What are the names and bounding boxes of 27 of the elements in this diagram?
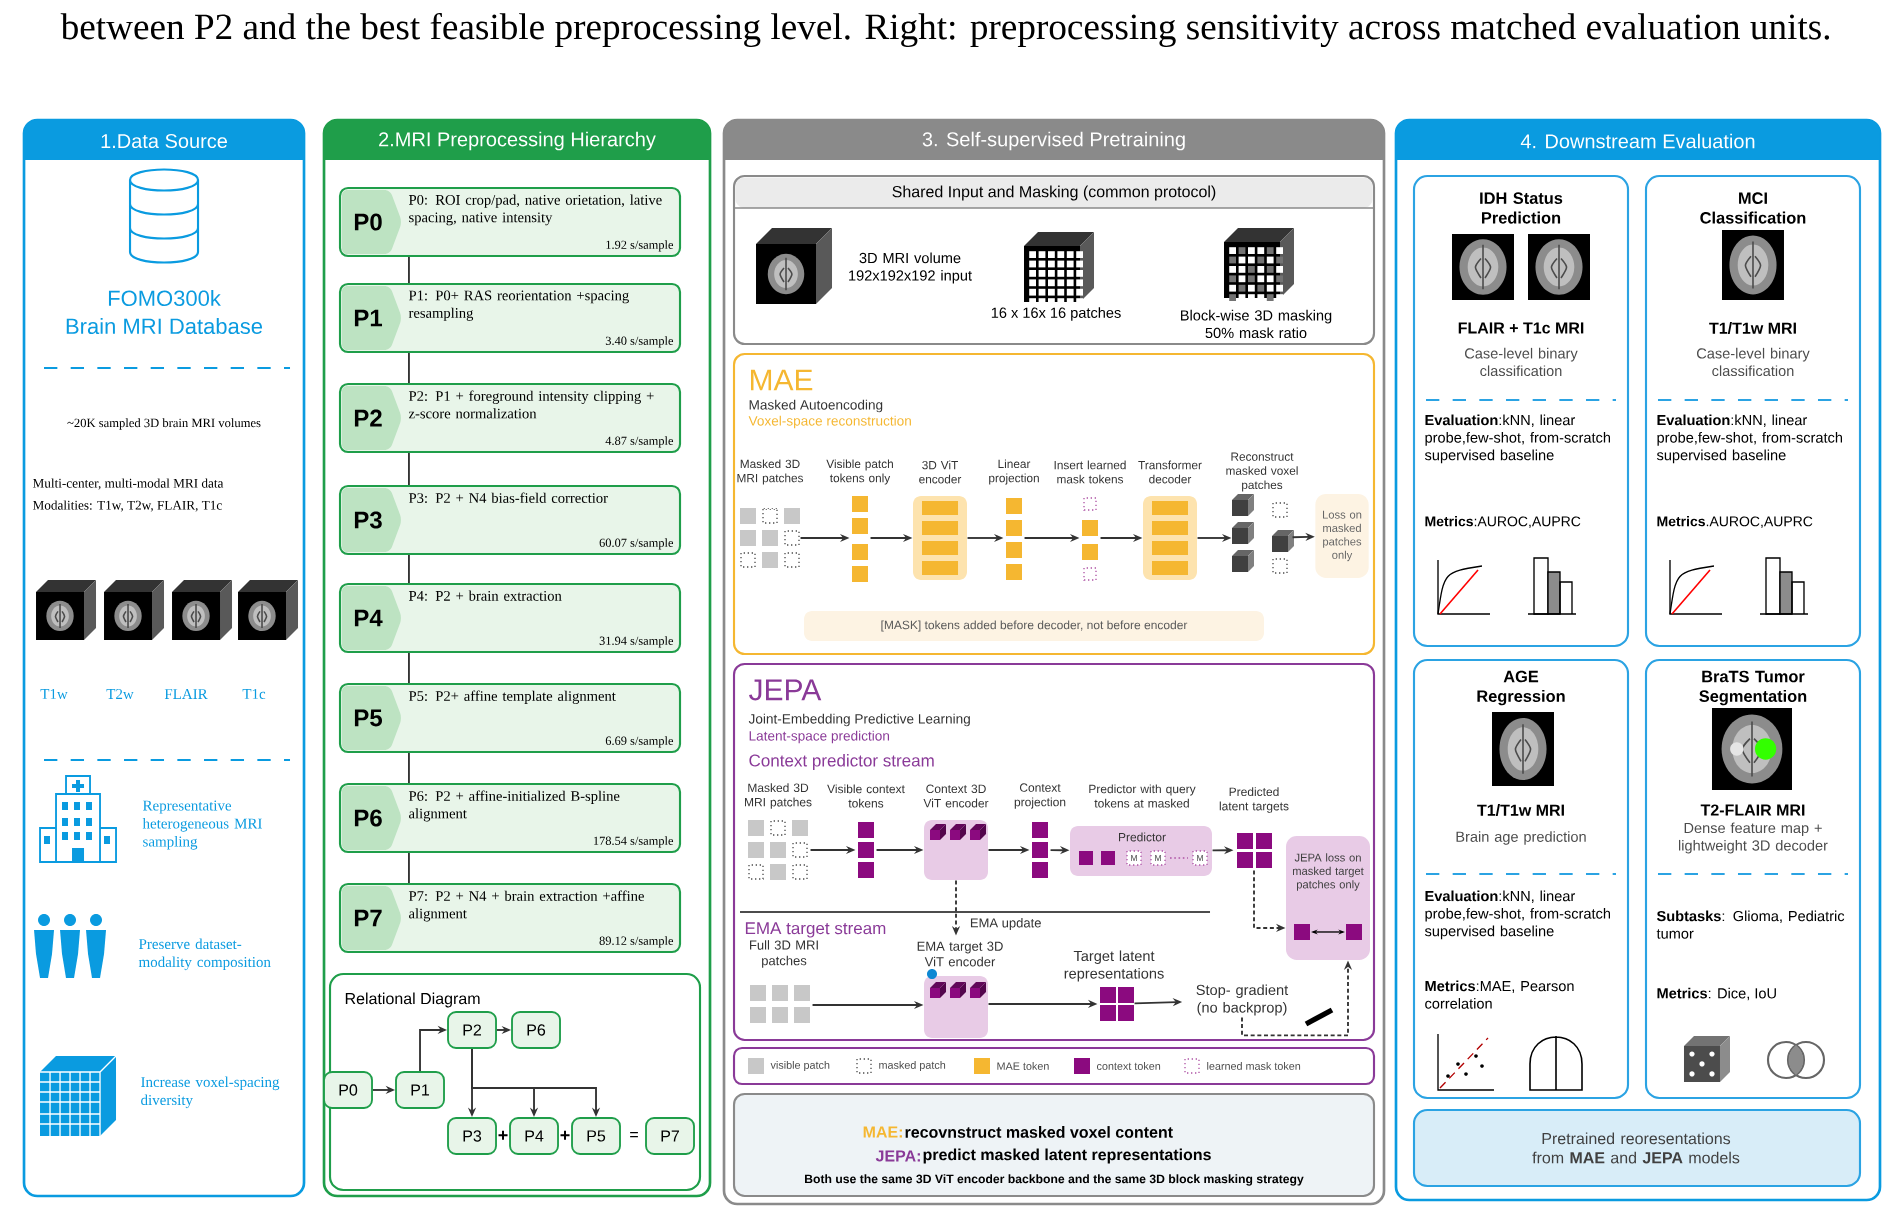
result-box: Pretrained reoresentations from MAE and JEPA models	[1412, 1108, 1862, 1188]
rounded-box: P1	[395, 1071, 445, 1109]
modality-text: T1/T1w MRI	[1477, 804, 1564, 816]
modality-text: T1/T1w MRI	[1709, 322, 1796, 334]
rounded-box: P6	[511, 1011, 561, 1049]
rounded-box: P4	[509, 1117, 559, 1155]
task-card	[1412, 174, 1630, 648]
equals-sign: =	[630, 1132, 638, 1138]
rounded-box: P3	[447, 1117, 497, 1155]
modality-text: T2-FLAIR MRI	[1700, 804, 1805, 816]
card-title: IDH Status Prediction	[1480, 192, 1563, 224]
database-name: Brain MRI Database	[66, 317, 263, 335]
rounded-box: P5	[571, 1117, 621, 1155]
plus-sign: +	[560, 1130, 570, 1140]
task-card	[1644, 658, 1862, 1100]
card-title: MCI Classification	[1700, 192, 1806, 224]
database-name: FOMO300k	[108, 289, 221, 307]
plus-sign: +	[498, 1130, 508, 1140]
rounded-box: P0	[323, 1071, 373, 1109]
rounded-box: P2	[447, 1011, 497, 1049]
task-card	[1412, 658, 1630, 1100]
card-title: AGE Regression	[1477, 670, 1565, 706]
caption-text: between P2 and the best feasible preprocessing level. Right: preprocessing sensitivity across matched evaluation units.	[60, 12, 1830, 48]
rounded-box: P7	[645, 1117, 695, 1155]
task-card	[1644, 174, 1862, 648]
modality-text: FLAIR + T1c MRI	[1458, 322, 1584, 334]
card-title: BraTS Tumor Segmentation	[1699, 670, 1807, 706]
